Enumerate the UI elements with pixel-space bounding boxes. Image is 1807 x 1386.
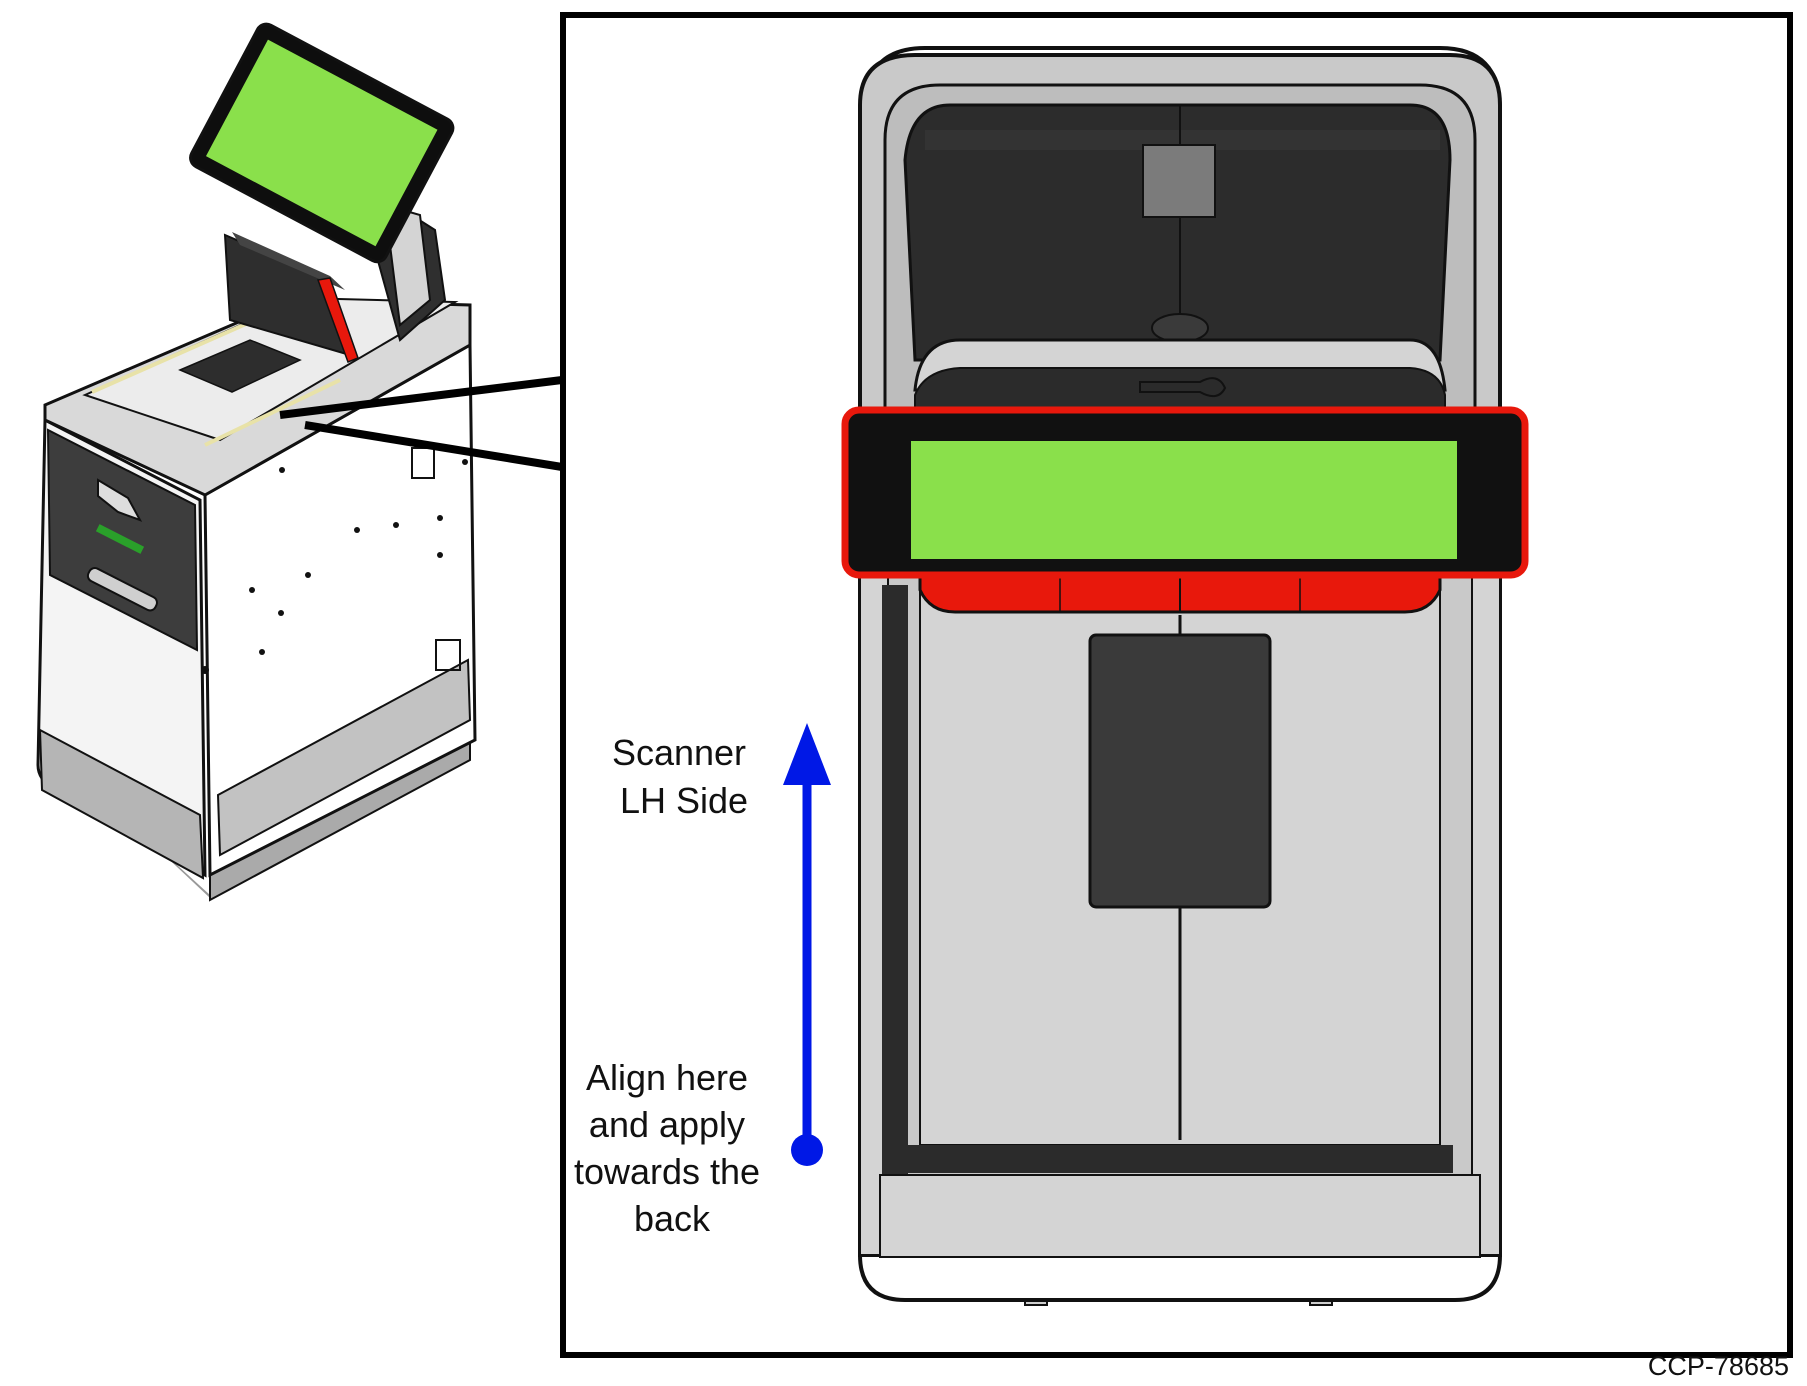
align-instruction-label: Align here and apply towards the back — [574, 1057, 770, 1239]
scanner-label-line: Scanner — [612, 732, 746, 773]
kiosk-top-view — [841, 46, 1529, 1306]
align-label-line: and apply — [589, 1104, 745, 1145]
alignment-dot-icon — [791, 1134, 823, 1166]
direction-arrow-icon — [783, 723, 831, 1148]
scanner-lh-side-label: Scanner LH Side — [612, 732, 756, 821]
align-label-line: towards the — [574, 1151, 760, 1192]
kiosk-isometric-view — [36, 22, 477, 902]
align-label-line: Align here — [586, 1057, 748, 1098]
figure-id: CCP-78685 — [1647, 1351, 1789, 1381]
scanner-label-line: LH Side — [620, 780, 748, 821]
align-label-line: back — [634, 1198, 711, 1239]
callout-lines — [279, 376, 563, 471]
